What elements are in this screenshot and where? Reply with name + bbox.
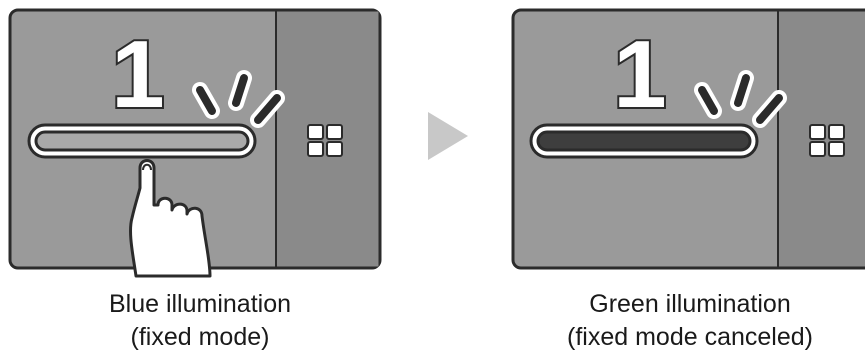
caption-right: Green illumination (fixed mode canceled)	[515, 288, 865, 354]
panel-left: 1	[8, 8, 382, 278]
digit-one: 1	[111, 21, 164, 128]
digit-one: 1	[613, 21, 666, 128]
grid-icon[interactable]	[307, 124, 343, 157]
grid-icon[interactable]	[809, 124, 845, 157]
finger-touch-icon	[129, 159, 212, 278]
caption-right-line1: Green illumination	[589, 290, 791, 318]
illumination-bar-right[interactable]	[529, 123, 759, 159]
illumination-bar-left[interactable]	[27, 123, 257, 159]
illumination-rays-icon	[694, 70, 787, 128]
caption-left-line2: (fixed mode)	[130, 323, 270, 351]
arrow-right-icon	[428, 112, 468, 160]
caption-left-line1: Blue illumination	[108, 290, 292, 318]
caption-left: Blue illumination (fixed mode)	[25, 288, 375, 354]
panel-right: 1	[511, 8, 865, 270]
caption-right-line2: (fixed mode canceled)	[567, 323, 813, 351]
illumination-rays-icon	[192, 70, 285, 128]
